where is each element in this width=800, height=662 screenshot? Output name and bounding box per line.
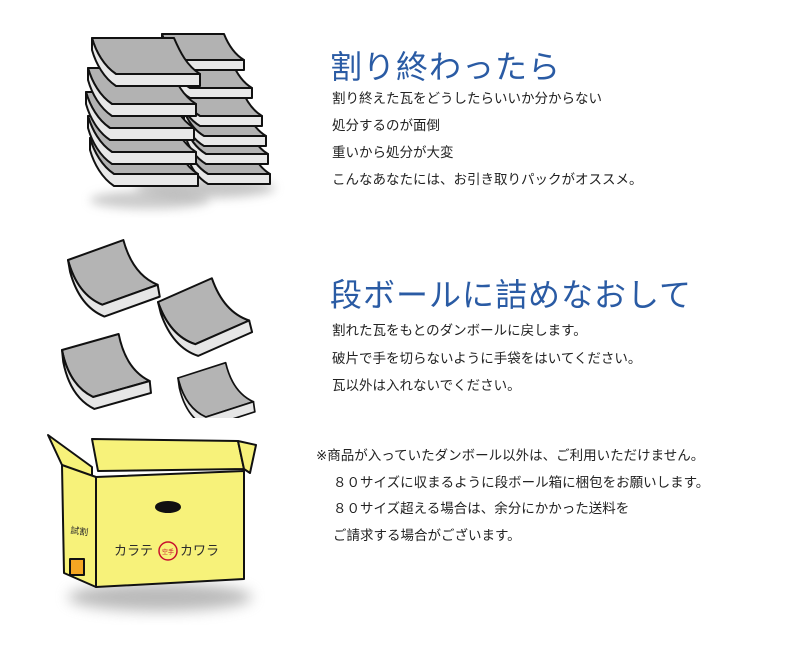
- falling-tile-icon: [59, 238, 257, 418]
- section1-line: 重いから処分が大変: [332, 145, 454, 161]
- section2-line: 瓦以外は入れないでください。: [332, 378, 521, 394]
- cardboard-box-icon: [47, 434, 257, 588]
- section1-line: こんなあなたには、お引き取りパックがオススメ。: [332, 172, 643, 188]
- note-line: ※商品が入っていたダンボール以外は、ご利用いただけません。: [316, 448, 705, 464]
- box-stamp-icon: [158, 541, 178, 561]
- note-line: ８０サイズ超える場合は、余分にかかった送料を: [333, 501, 630, 517]
- section1-line: 処分するのが面倒: [332, 118, 440, 134]
- note-line: ご請求する場合がございます。: [333, 527, 521, 544]
- tile-stack-icon: [85, 33, 271, 187]
- box-stamp: 空手: [162, 548, 174, 556]
- section1-line: 割り終えた瓦をどうしたらいいか分からない: [332, 91, 602, 107]
- section2-line: 破片で手を切らないように手袋をはいてください。: [332, 350, 642, 367]
- box-brand-right: カワラ: [180, 544, 219, 559]
- section1-lines: 割り終えた瓦をどうしたらいいか分からない 処分するのが面倒 重いから処分が大変 …: [332, 86, 643, 194]
- section1-title: 割り終わったら: [330, 48, 562, 86]
- box-brand-left: カラテ: [114, 544, 153, 559]
- section2-line: 割れた瓦をもとのダンボールに戻します。: [332, 323, 587, 339]
- section2-lines: 割れた瓦をもとのダンボールに戻します。 破片で手を切らないように手袋をはいてくだ…: [332, 318, 641, 401]
- notes-list: ※商品が入っていたダンボール以外は、ご利用いただけません。 ８０サイズに収まるよ…: [316, 443, 709, 549]
- section2-title: 段ボールに詰めなおして: [330, 276, 693, 314]
- note-line: ８０サイズに収まるように段ボール箱に梱包をお願いします。: [333, 474, 710, 491]
- tile-stack-illustration: [85, 33, 275, 209]
- box-side-label: 試割: [70, 524, 90, 538]
- cardboard-box: 試割 カラテ 空手 カワラ: [47, 434, 257, 611]
- falling-tiles-illustration: [59, 238, 257, 418]
